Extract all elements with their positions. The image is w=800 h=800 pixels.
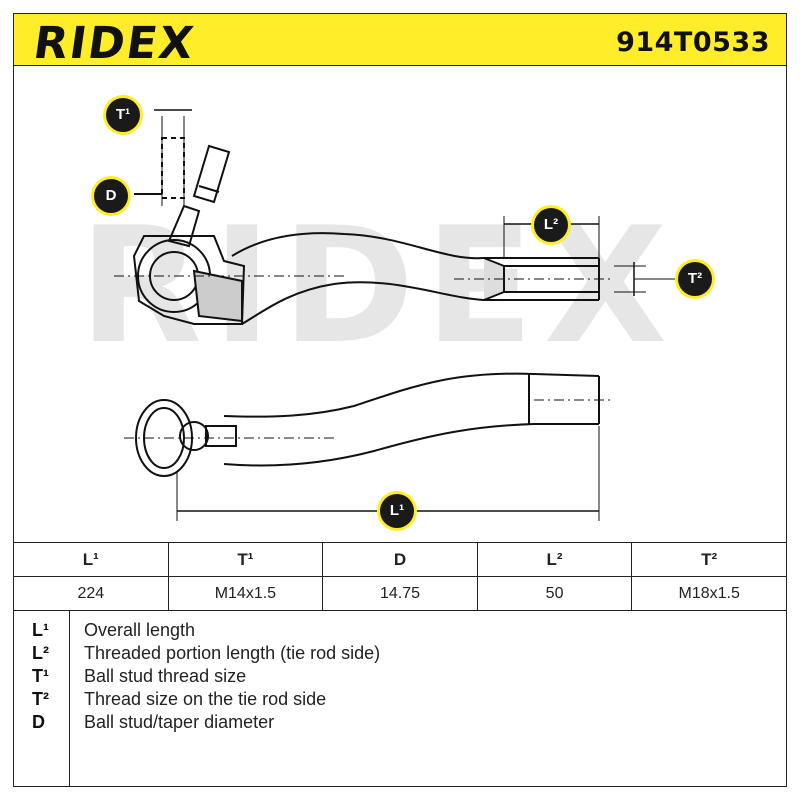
legend-description: Thread size on the tie rod side — [84, 689, 327, 709]
spec-header-l2: L² — [476, 542, 633, 577]
callout-l1: L¹ — [380, 494, 414, 528]
watermark-logo: RIDEX — [79, 192, 678, 379]
spec-value-d: 14.75 — [322, 576, 478, 611]
callout-t2: T² — [678, 262, 712, 296]
spec-table: L¹ T¹ D L² T² 224 M14x1.5 14.75 50 M18x1… — [13, 542, 787, 611]
legend-symbol: T² — [32, 689, 49, 709]
technical-drawing: RIDEX — [13, 66, 787, 542]
arm-outline-bottom — [241, 281, 599, 325]
legend-symbol: D — [32, 712, 45, 732]
ball-stud — [167, 204, 201, 248]
legend-description: Overall length — [84, 620, 196, 640]
spec-value-l2: 50 — [476, 576, 633, 611]
spec-header-l1: L¹ — [13, 542, 169, 577]
brand-logo: RIDEX — [30, 18, 199, 69]
legend-symbol: L¹ — [32, 620, 49, 640]
callout-d: D — [94, 179, 128, 213]
spec-value-t2: M18x1.5 — [631, 576, 787, 611]
arm-lower-outline-bottom — [223, 423, 599, 467]
spec-header-d: D — [322, 542, 478, 577]
legend-divider — [69, 610, 70, 786]
spec-value-l1: 224 — [13, 576, 169, 611]
header-bar: RIDEX 914T0533 — [13, 13, 787, 69]
arm-outline-top — [231, 232, 599, 260]
callout-l2: L² — [534, 208, 568, 242]
arm-lower-outline-top — [223, 372, 600, 418]
legend-description: Ball stud thread size — [84, 666, 247, 686]
tie-rod-end-drawing — [114, 109, 676, 521]
spec-header-t1: T¹ — [167, 542, 324, 577]
spec-table-header-row: L¹ T¹ D L² T² — [13, 542, 787, 577]
legend-description: Ball stud/taper diameter — [84, 712, 275, 732]
legend-description: Threaded portion length (tie rod side) — [84, 643, 381, 663]
spec-header-t2: T² — [631, 542, 787, 577]
callout-t1: T¹ — [106, 98, 140, 132]
spec-value-t1: M14x1.5 — [167, 576, 324, 611]
legend-box: L¹ Overall length L² Threaded portion le… — [13, 610, 787, 787]
legend-symbol: T¹ — [32, 666, 49, 686]
legend-symbol: L² — [32, 643, 49, 663]
part-number: 914T0533 — [616, 27, 770, 58]
spec-table-value-row: 224 M14x1.5 14.75 50 M18x1.5 — [13, 576, 787, 611]
